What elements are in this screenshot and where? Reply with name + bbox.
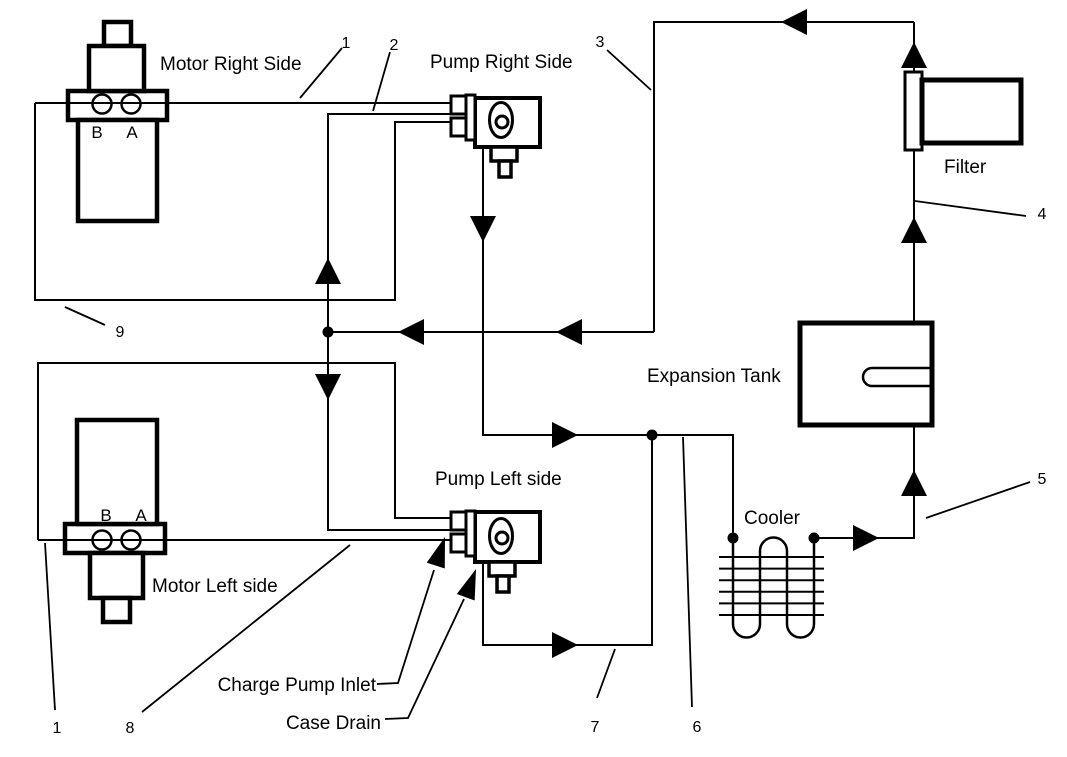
- pipe-motor-right-b-loop: [34, 103, 452, 301]
- junction-dot-drain-merge: [646, 429, 658, 441]
- expansion-tank-body: [797, 320, 935, 428]
- motor-left-port-b-label: B: [100, 506, 111, 525]
- pump-left-hub: [494, 530, 510, 546]
- flow-arrow-up-icon: [901, 42, 927, 68]
- pipe-motor-left-b-loop: [37, 362, 452, 540]
- motor-right-port-a-circle: [120, 93, 142, 115]
- case-drain-label: Case Drain: [286, 713, 381, 734]
- motor-left-label: Motor Left side: [152, 576, 278, 597]
- motor-right-symbol: B A: [68, 19, 167, 224]
- callout-number-7: 7: [591, 719, 600, 736]
- flow-arrow-left-icon: [781, 9, 807, 35]
- pump-right-label: Pump Right Side: [430, 52, 573, 73]
- callout-line-3: [606, 49, 652, 91]
- pipe-pump-right-drain: [482, 147, 734, 538]
- callout-number-3: 3: [596, 34, 605, 51]
- callout-line-5: [925, 481, 1031, 519]
- motor-right-port-bar: [65, 88, 170, 123]
- motor-left-port-a-label: A: [135, 506, 147, 525]
- pump-right-port-top: [449, 94, 468, 116]
- motor-right-port-b-circle: [91, 93, 113, 115]
- expansion-tank-label: Expansion Tank: [647, 366, 781, 387]
- callout-line-case-drain: [384, 598, 465, 720]
- callout-line-7: [596, 648, 616, 699]
- pipe-top-return: [653, 21, 914, 332]
- callout-number-2: 2: [390, 37, 399, 54]
- flow-arrow-right-icon: [552, 422, 578, 448]
- pump-left-mount: [487, 560, 517, 578]
- junction-dots: [322, 326, 820, 544]
- flow-arrow-down-icon: [315, 374, 341, 400]
- filter-symbol: [903, 70, 1024, 152]
- flow-arrows: [315, 9, 927, 658]
- pump-left-symbol: [449, 509, 542, 594]
- flow-arrow-down-icon: [470, 216, 496, 242]
- motor-right-port-a-label: A: [126, 123, 138, 142]
- callout-number-5: 5: [1038, 471, 1047, 488]
- pump-left-stub: [495, 574, 511, 594]
- callout-line-9: [64, 306, 106, 326]
- pump-left-port-bottom: [449, 532, 468, 554]
- motor-right-port-b-label: B: [91, 123, 102, 142]
- flow-arrow-left-icon: [556, 319, 582, 345]
- pump-right-stub: [497, 159, 513, 179]
- callout-line-4: [914, 200, 1027, 217]
- callout-number-4: 4: [1038, 206, 1047, 223]
- callout-number-8: 8: [126, 720, 135, 737]
- cooler-label: Cooler: [744, 508, 801, 529]
- junction-dot-cooler-inlet: [727, 532, 739, 544]
- flow-arrow-right-icon: [853, 525, 879, 551]
- flow-arrow-up-icon: [901, 217, 927, 243]
- flow-arrow-right-icon: [552, 632, 578, 658]
- cooler-coil: [731, 536, 816, 639]
- callout-line-6: [682, 436, 693, 708]
- pump-right-mount: [489, 145, 519, 163]
- motor-left-gearbox: [87, 550, 146, 601]
- pipes: [34, 21, 915, 646]
- cooler-fins: [719, 556, 824, 616]
- callout-line-8: [141, 544, 351, 713]
- expansion-tank-tube: [861, 366, 932, 388]
- motor-left-symbol: B A: [65, 417, 165, 625]
- case-drain-arrow-icon: [456, 569, 476, 601]
- filter-canister: [919, 77, 1024, 146]
- callout-line-1-bottom: [44, 542, 56, 711]
- callout-line-2: [372, 51, 391, 112]
- callout-number-6: 6: [693, 719, 702, 736]
- motor-left-port-a-circle: [120, 529, 142, 551]
- callout-line-charge-inlet: [376, 569, 435, 685]
- junction-dot-cooler-outlet: [808, 532, 820, 544]
- pump-right-hub: [494, 114, 510, 130]
- flow-arrow-left-icon: [398, 319, 424, 345]
- flow-arrow-up-icon: [315, 258, 341, 284]
- motor-right-label: Motor Right Side: [160, 54, 302, 75]
- pipe-tank-feed: [814, 425, 915, 539]
- motor-left-shaft: [100, 595, 133, 625]
- callout-number-9: 9: [116, 324, 125, 341]
- motor-left-port-bar: [62, 521, 168, 556]
- flow-arrow-up-icon: [901, 470, 927, 496]
- pump-right-port-bottom: [449, 116, 468, 138]
- filter-label: Filter: [944, 157, 987, 178]
- pump-right-symbol: [449, 93, 542, 179]
- callout-line-1-top: [299, 47, 343, 99]
- charge-pump-inlet-label: Charge Pump Inlet: [218, 675, 377, 696]
- motor-right-gearbox: [86, 43, 147, 94]
- pump-left-label: Pump Left side: [435, 469, 562, 490]
- charge-inlet-arrow-icon: [426, 537, 445, 569]
- pump-left-port-top: [449, 510, 468, 532]
- motor-right-shaft: [101, 19, 134, 49]
- motor-left-body: [74, 417, 160, 527]
- filter-element: [903, 70, 924, 152]
- callout-number-1-bottom: 1: [53, 720, 62, 737]
- motor-right-body: [75, 117, 160, 224]
- callout-number-1-top: 1: [342, 35, 351, 52]
- pipe-charge-trunk: [327, 113, 452, 531]
- callout-lines: [44, 47, 1031, 720]
- expansion-tank-symbol: [797, 320, 935, 428]
- motor-left-port-b-circle: [91, 529, 113, 551]
- junction-dot-charge-split: [322, 326, 334, 338]
- callout-arrowheads: [426, 537, 476, 601]
